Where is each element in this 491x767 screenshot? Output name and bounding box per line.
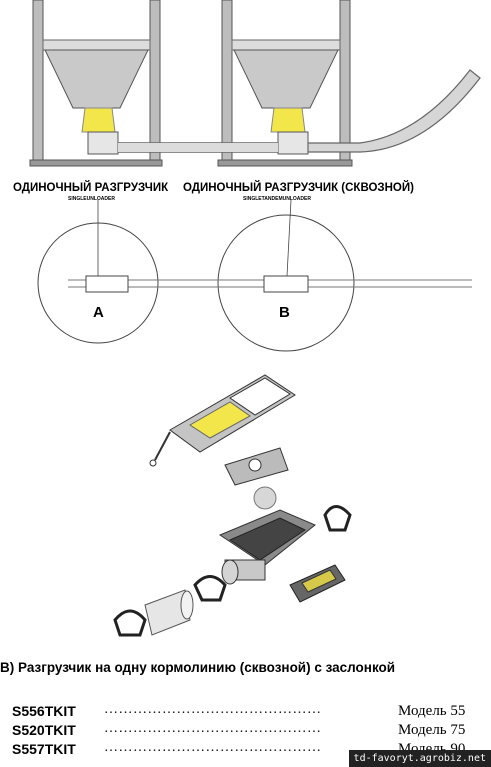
left-silo bbox=[29, 0, 163, 167]
unloader-box-a bbox=[85, 275, 129, 293]
right-silo bbox=[217, 0, 353, 167]
kit-row: S556TKIT ……………………………………… Модель 55 bbox=[12, 702, 491, 721]
feed-pipe bbox=[118, 69, 481, 153]
section-caption: B) Разгрузчик на одну кормолинию (сквозн… bbox=[0, 660, 396, 675]
kit-model: Модель 55 bbox=[398, 703, 466, 719]
silo-pipe-diagram bbox=[29, 0, 481, 167]
pipe-clamp-mid bbox=[193, 575, 227, 602]
watermark: td-favoryt.agrobiz.net bbox=[348, 750, 491, 767]
shutter-plate bbox=[289, 564, 346, 603]
label-single-unloader-en: SINGLEUNLOADER bbox=[68, 196, 115, 202]
pipe-clamp-right bbox=[323, 505, 352, 532]
unloader-body bbox=[218, 509, 316, 585]
plan-view-diagram bbox=[37, 200, 472, 352]
gasket-plate bbox=[224, 447, 289, 486]
kit-code: S556TKIT bbox=[12, 703, 76, 719]
kit-row: S520TKIT ……………………………………… Модель 75 bbox=[12, 721, 491, 740]
kit-model: Модель 75 bbox=[398, 722, 466, 738]
exploded-parts-diagram bbox=[113, 374, 352, 637]
bin-circle-b bbox=[217, 214, 355, 352]
kit-code: S557TKIT bbox=[12, 741, 76, 757]
kit-code: S520TKIT bbox=[12, 722, 76, 738]
slide-plate bbox=[149, 374, 296, 467]
label-single-tandem-unloader-en: SINGLETANDEMUNLOADER bbox=[243, 196, 311, 202]
label-single-unloader: ОДИНОЧНЫЙ РАЗГРУЗЧИК bbox=[13, 182, 169, 194]
unloader-box-b bbox=[263, 275, 309, 293]
letter-b: B bbox=[279, 304, 290, 321]
pipe-clamp-left bbox=[113, 609, 147, 637]
kit-dots: ……………………………………… bbox=[104, 740, 322, 755]
letter-a: A bbox=[93, 304, 104, 321]
ball bbox=[253, 486, 277, 510]
kit-dots: ……………………………………… bbox=[104, 702, 322, 717]
kit-dots: ……………………………………… bbox=[104, 721, 322, 736]
pipe-section bbox=[144, 589, 194, 636]
label-single-tandem-unloader: ОДИНОЧНЫЙ РАЗГРУЗЧИК (СКВОЗНОЙ) bbox=[183, 182, 414, 194]
leader-b bbox=[286, 200, 292, 277]
